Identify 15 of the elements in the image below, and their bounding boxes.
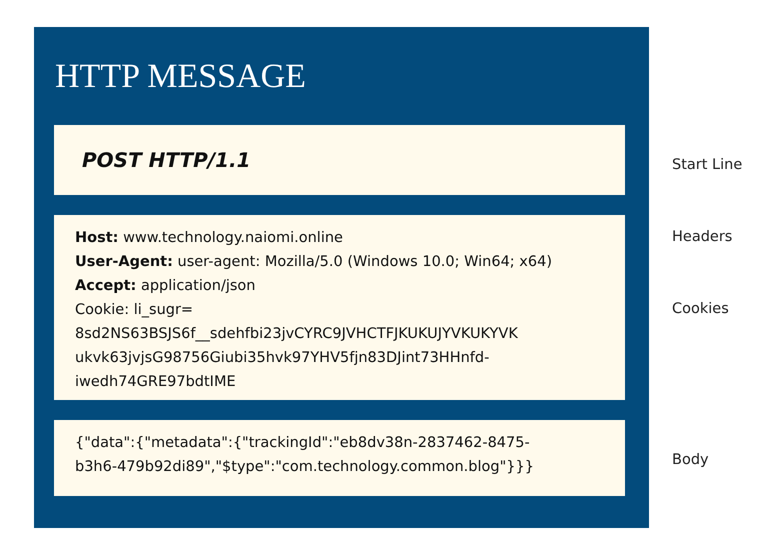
section-label: Start Line xyxy=(672,156,742,174)
header-line: Accept: application/json xyxy=(75,277,256,296)
section-label: Headers xyxy=(672,228,732,246)
message-panel xyxy=(34,27,649,528)
header-line: Host: www.technology.naiomi.online xyxy=(75,229,344,248)
section-label: Cookies xyxy=(672,300,729,318)
header-line: User-Agent: user-agent: Mozilla/5.0 (Windows 10.0; Win64; x64) xyxy=(75,253,553,272)
json-body-text: {"data":{"metadata":{"trackingId":"eb8dv38n-2837462-8475- b3h6-479b92di89","$type":"com.technology.common.blog"}}} xyxy=(75,434,535,477)
section-label: Body xyxy=(672,451,709,469)
body-panel xyxy=(54,420,625,496)
start-line-panel xyxy=(54,125,625,195)
header-line: Cookie: li_sugr= 8sd2NS63BSJS6f__sdehfbi23jvCYRC9JVHCTFJKUKUJYVKUKYVK ukvk63jvjsG98756Giubi35hvk97YHV5fjn83DJint73HHnfd- iwedh74GRE97bdtIME xyxy=(75,301,519,392)
headers-panel xyxy=(54,215,625,400)
panel-title: HTTP MESSAGE xyxy=(55,57,306,97)
request-line-text: POST HTTP/1.1 xyxy=(82,147,251,173)
